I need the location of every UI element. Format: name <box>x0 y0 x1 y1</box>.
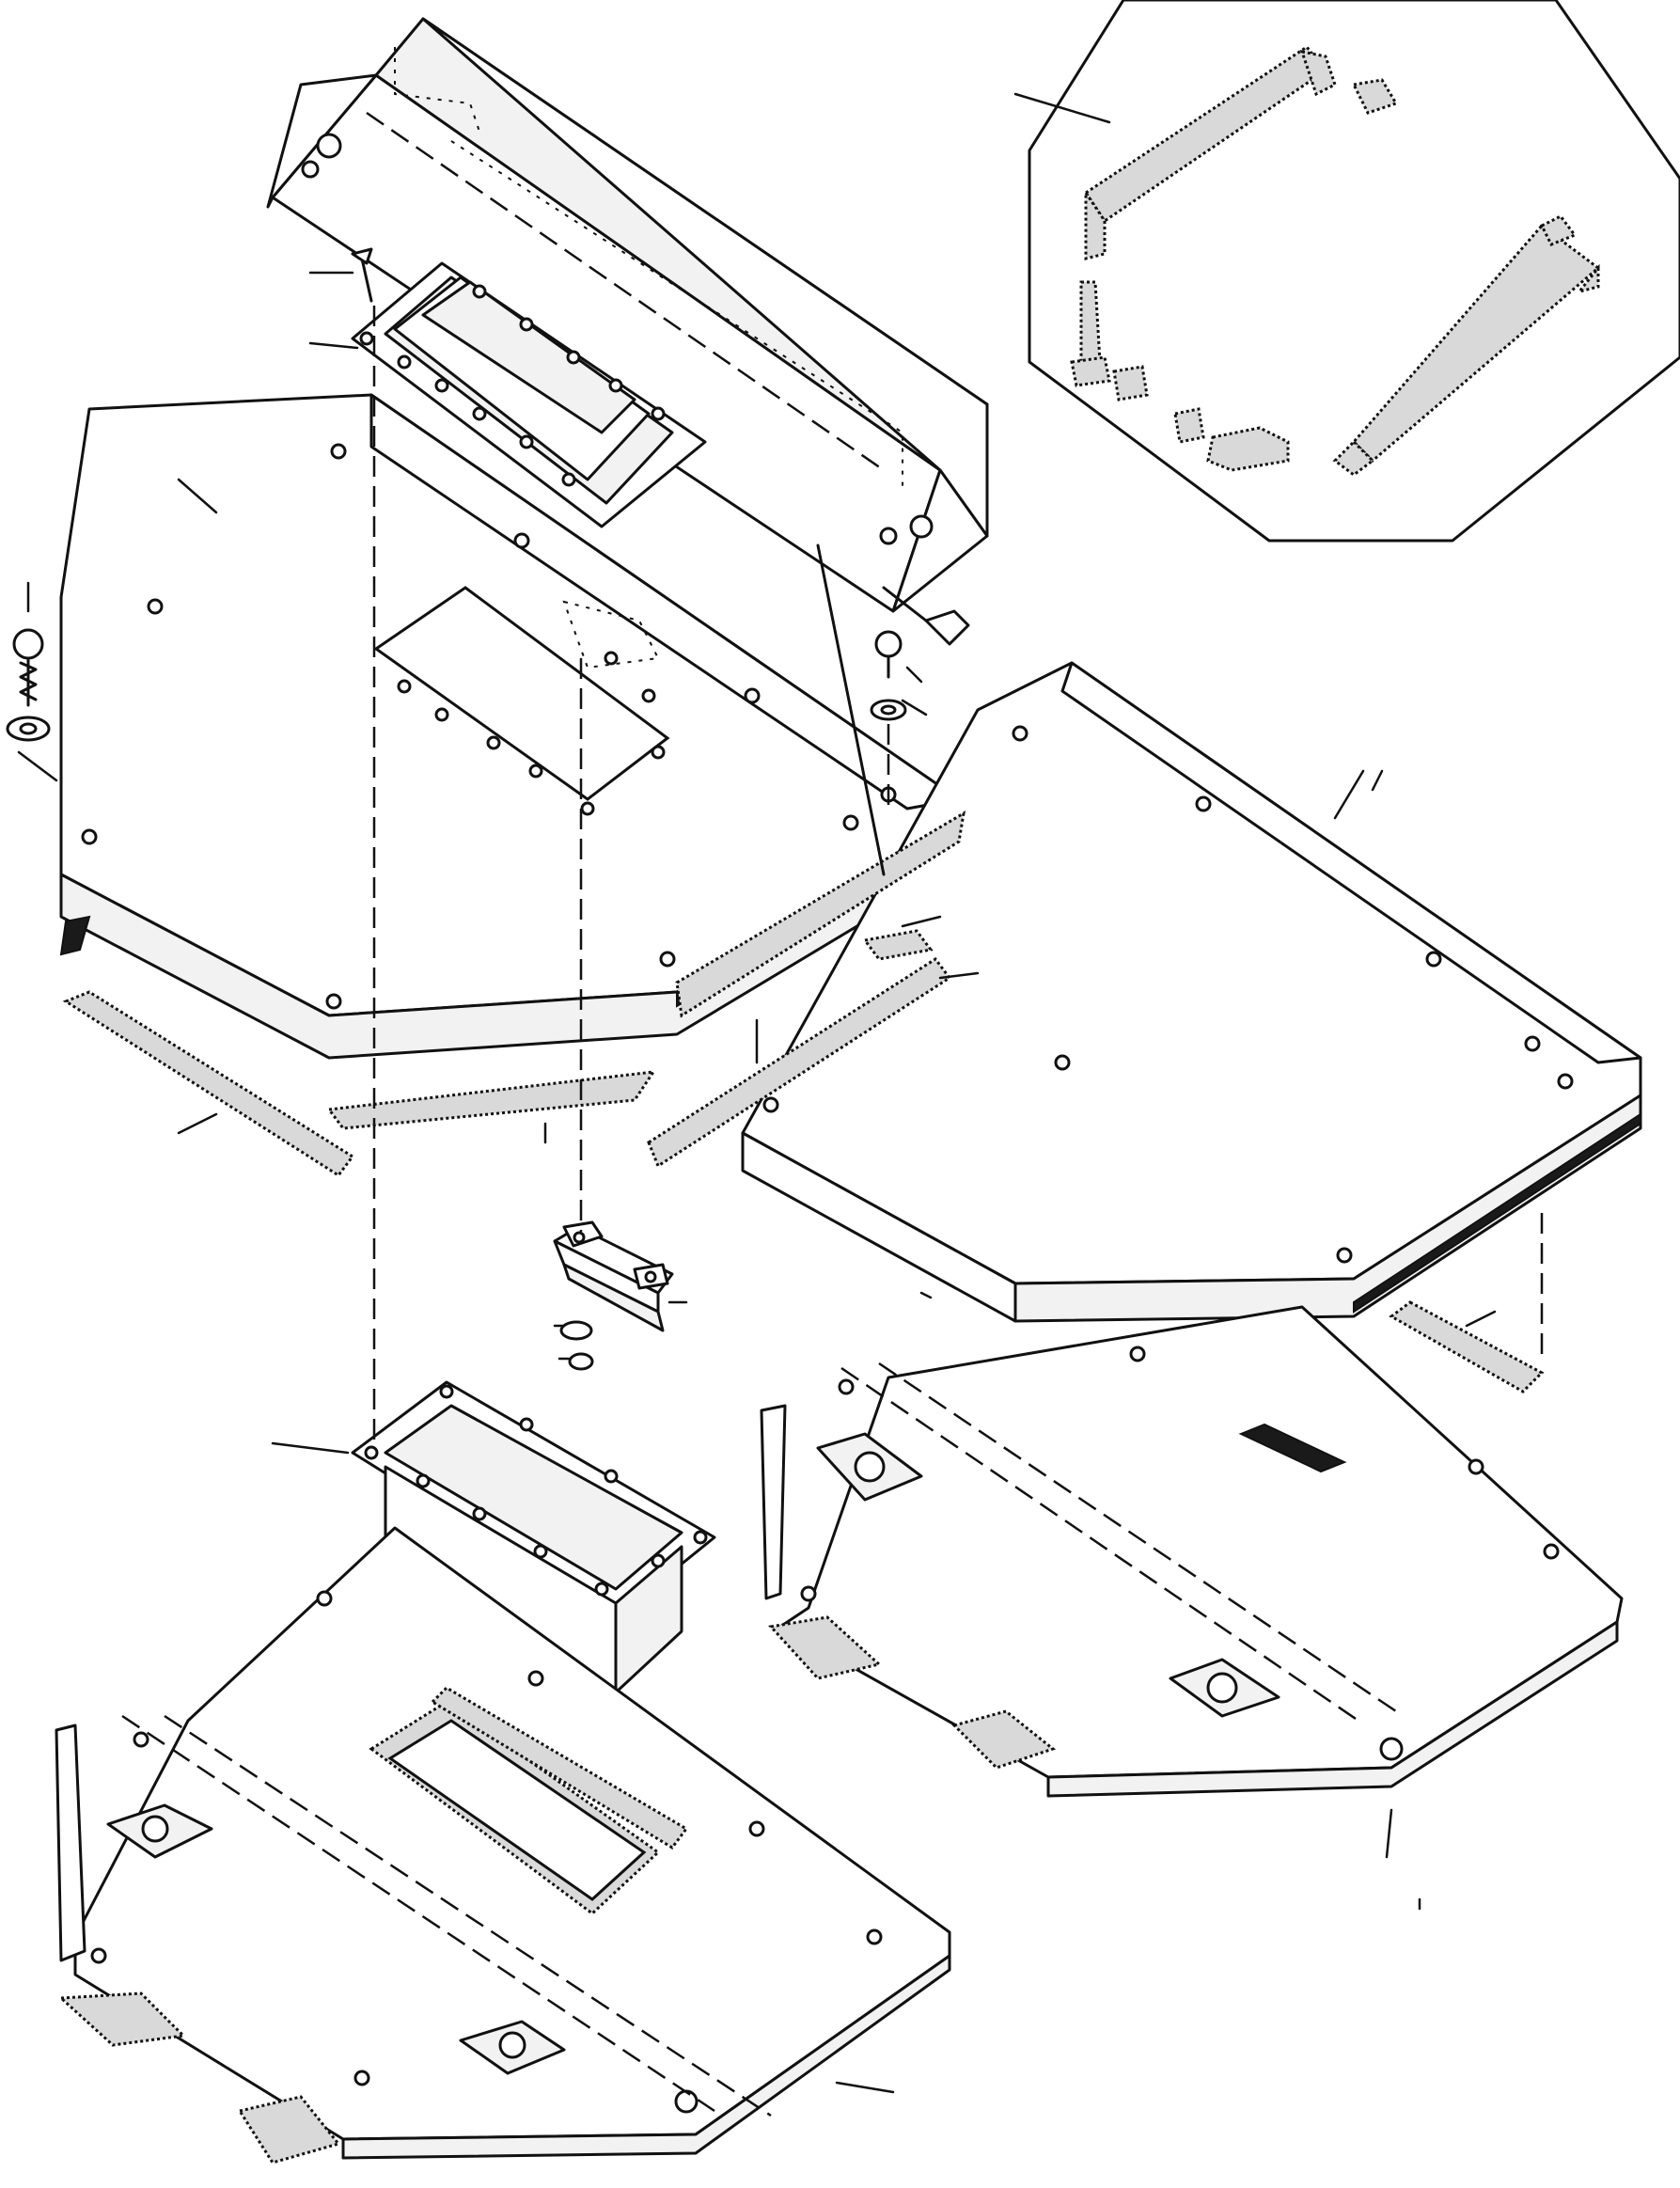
leader-line <box>17 750 58 782</box>
leader-line <box>901 915 942 928</box>
leader-line <box>938 971 980 980</box>
assembly-center-lines <box>372 306 1544 1448</box>
foam-seal-kit <box>1028 0 1680 543</box>
leader-line <box>901 699 928 716</box>
leader-line <box>1333 769 1365 820</box>
leader-line <box>271 1441 350 1455</box>
seal-strips <box>59 811 1545 1393</box>
leader-line <box>177 478 218 514</box>
leader-line <box>1465 1310 1497 1328</box>
mounting-bracket <box>553 1220 674 1332</box>
leader-line <box>919 1291 933 1299</box>
top-cover-channel <box>266 17 989 613</box>
leader-line <box>835 2081 895 2094</box>
lower-right-plate <box>760 1305 1624 1798</box>
leader-line <box>1371 769 1384 792</box>
access-hatch-upper <box>351 261 707 528</box>
leader-line <box>308 341 359 350</box>
upper-floor-panel <box>59 393 961 1060</box>
leader-line <box>1385 1808 1393 1859</box>
lower-left-plate <box>55 1526 951 2164</box>
leader-line <box>905 666 923 684</box>
fasteners <box>6 247 970 1371</box>
leader-line <box>177 1112 218 1135</box>
leader-line <box>1013 92 1111 124</box>
duct-box <box>351 1380 716 1694</box>
right-floor-panel <box>741 661 1642 1323</box>
